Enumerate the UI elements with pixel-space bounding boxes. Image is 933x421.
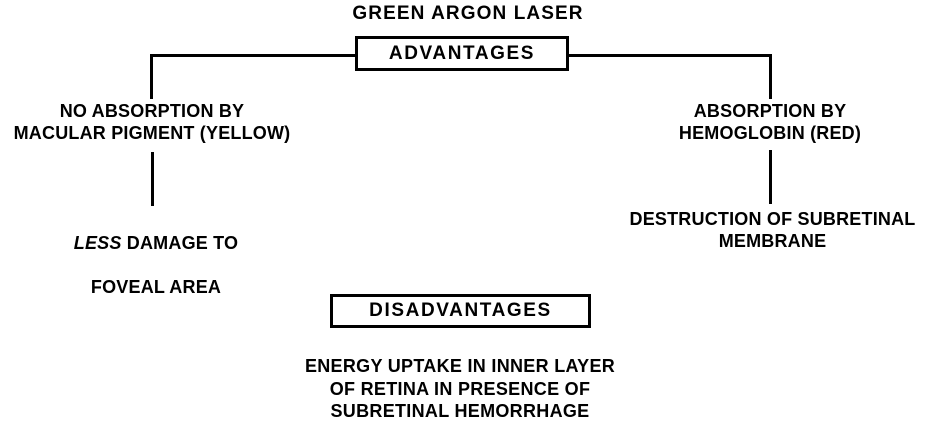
connector-drop-right <box>769 54 772 99</box>
disadvantages-box: DISADVANTAGES <box>330 294 591 328</box>
outcome-left-rest: DAMAGE TO <box>121 232 239 253</box>
connector-spine-left <box>150 54 356 57</box>
branch-label-left: NO ABSORPTION BY MACULAR PIGMENT (YELLOW… <box>13 101 291 143</box>
disadvantages-note: ENERGY UPTAKE IN INNER LAYER OF RETINA I… <box>304 356 616 421</box>
advantages-box: ADVANTAGES <box>355 36 569 71</box>
connector-spine-right <box>568 54 772 57</box>
connector-left-outcome <box>151 152 154 206</box>
outcome-label-right: DESTRUCTION OF SUBRETINAL MEMBRANE <box>629 209 916 251</box>
branch-label-right: ABSORPTION BY HEMOGLOBIN (RED) <box>678 101 862 143</box>
outcome-left-emphasis: LESS <box>73 232 122 253</box>
connector-drop-left <box>150 54 153 99</box>
outcome-label-left: LESS DAMAGE TO FOVEAL AREA <box>6 211 306 299</box>
connector-right-outcome <box>769 150 772 204</box>
outcome-left-line2: FOVEAL AREA <box>90 276 222 297</box>
diagram-title: GREEN ARGON LASER <box>352 3 584 24</box>
